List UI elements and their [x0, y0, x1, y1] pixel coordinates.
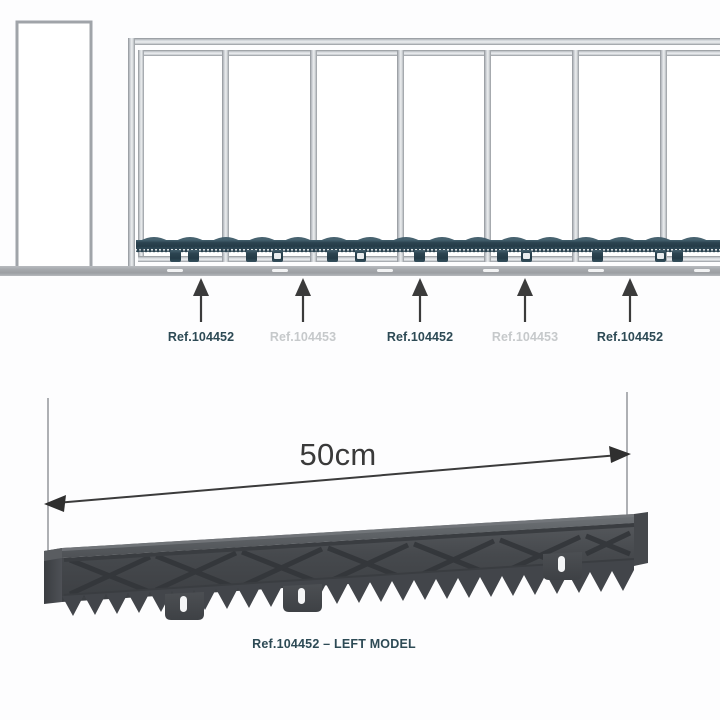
callout-arrow	[517, 278, 533, 322]
frame-left-jamb	[128, 38, 135, 268]
product-right-endcap	[634, 512, 648, 566]
callout-arrow	[295, 278, 311, 322]
sash-top-rail	[138, 50, 720, 56]
callout-arrow	[412, 278, 428, 322]
clip-tab	[165, 592, 204, 620]
sill-bar	[0, 266, 720, 276]
side-panel-outline	[15, 20, 93, 274]
clip-tab-slot	[298, 588, 305, 604]
clip-tab-slot	[558, 556, 565, 572]
window-frame	[128, 38, 720, 268]
mullion	[397, 50, 404, 262]
callout-label-1: Ref.104452	[167, 330, 235, 344]
sill-marks	[167, 269, 710, 272]
product-bar	[44, 512, 648, 620]
callout-arrow-group	[193, 278, 638, 322]
sash-left-stile	[138, 50, 144, 262]
product-sawtooth-edge	[62, 560, 634, 616]
frame-top-rail	[128, 38, 720, 45]
clip-tab	[543, 552, 582, 580]
callout-arrow	[193, 278, 209, 322]
strip-scallops	[140, 237, 708, 241]
sawtooth-brush-strip	[136, 237, 720, 262]
clip-tab-slot	[180, 596, 187, 612]
sash-bottom-rail	[138, 256, 720, 262]
product-left-endcap-top	[44, 548, 62, 561]
mullion	[572, 50, 579, 262]
dimension-arrowhead-right	[609, 446, 631, 463]
mullion	[484, 50, 491, 262]
callout-label-3: Ref.104452	[386, 330, 454, 344]
strip-clip-tabs	[170, 250, 683, 262]
glass-area	[144, 56, 720, 256]
window-sill	[0, 266, 720, 276]
callout-label-4: Ref.104453	[491, 330, 559, 344]
mullion-group	[222, 50, 667, 262]
side-panel	[15, 20, 93, 274]
product-clip-tabs	[165, 552, 582, 620]
mullion	[222, 50, 229, 262]
callout-label-2: Ref.104453	[269, 330, 337, 344]
callout-arrow	[622, 278, 638, 322]
product-caption: Ref.104452 – LEFT MODEL	[252, 637, 416, 651]
strip-teeth	[136, 248, 720, 253]
dimension-value: 50cm	[299, 437, 377, 472]
callout-label-5: Ref.104452	[596, 330, 664, 344]
product-left-endcap	[44, 548, 62, 604]
dimension-arrow-line	[44, 446, 631, 512]
dimension-arrowhead-left	[44, 495, 66, 512]
mullion	[310, 50, 317, 262]
product-top-highlight	[62, 514, 634, 551]
clip-tab	[283, 584, 322, 612]
mullion	[660, 50, 667, 262]
strip-body	[136, 240, 720, 249]
